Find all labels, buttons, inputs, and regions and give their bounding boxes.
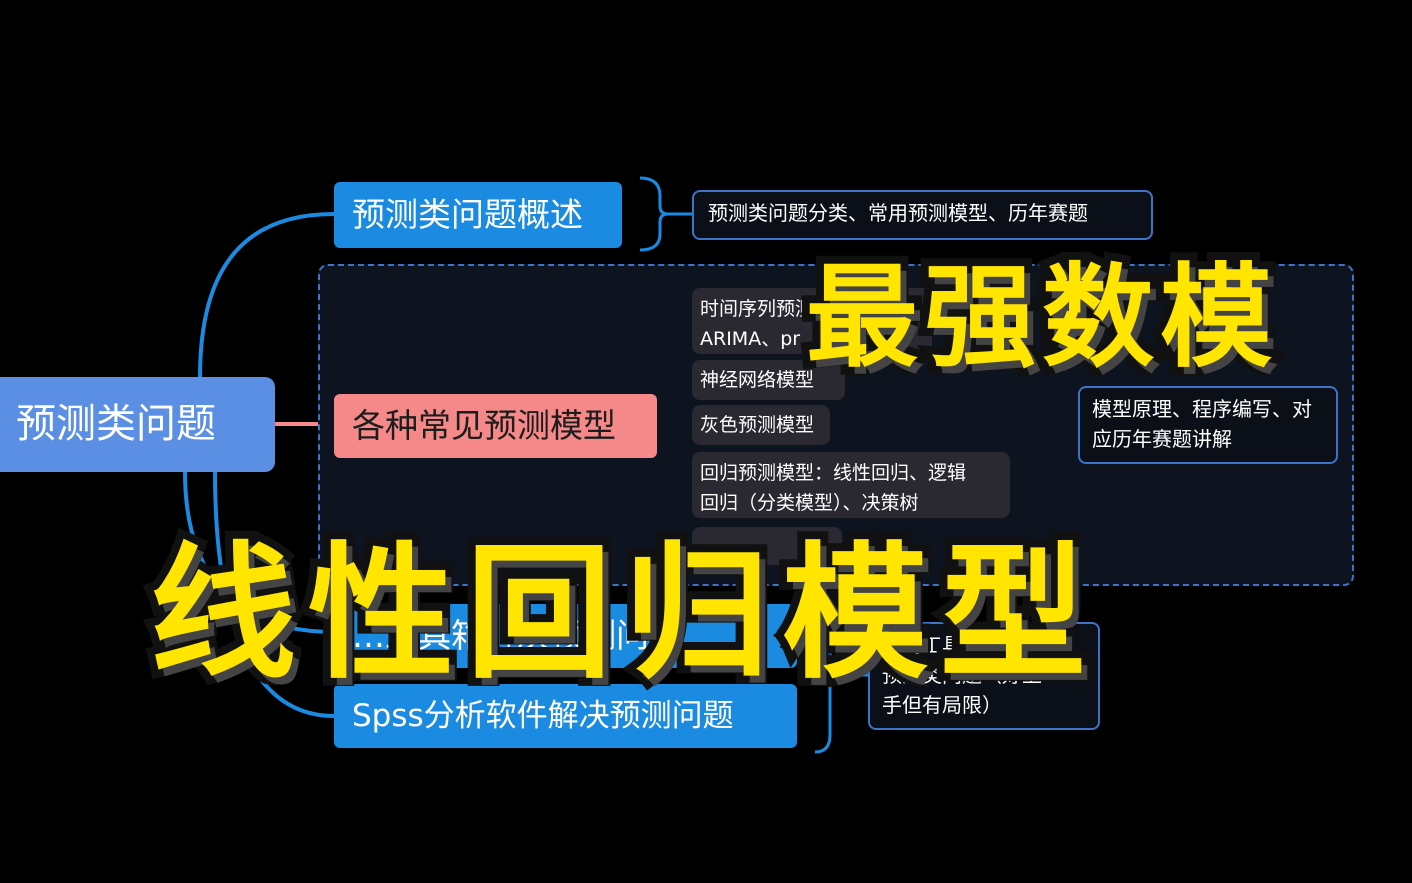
overlay-title-main: 线性回归模型	[142, 521, 1098, 707]
note-common-models[interactable]: 模型原理、程序编写、对应历年赛题讲解	[1078, 386, 1338, 464]
topic-overview[interactable]: 预测类问题概述	[334, 182, 622, 248]
subtopic-regression[interactable]: 回归预测模型：线性回归、逻辑 回归（分类模型）、决策树	[692, 452, 1010, 518]
subtopic-line: ARIMA、pr…M	[700, 328, 836, 350]
note-line: 使用工具快速解决	[882, 633, 1042, 657]
note-tools[interactable]: 使用工具快速解决 预测类问题（好上 手但有局限）	[868, 622, 1100, 730]
subtopic-line: 时间序列预测	[700, 298, 815, 320]
root-topic[interactable]: 预测类问题	[0, 377, 275, 472]
subtopic-neural-network[interactable]: 神经网络模型	[692, 360, 845, 400]
subtopic-line: 回归预测模型：线性回归、逻辑	[700, 462, 967, 484]
subtopic-other[interactable]: …	[692, 527, 842, 565]
overlay-title-top: 最强数模	[798, 245, 1280, 391]
topic-toolbox[interactable]: …工具箱解决预测问题	[334, 604, 797, 668]
topic-spss[interactable]: Spss分析软件解决预测问题	[334, 684, 797, 748]
note-overview[interactable]: 预测类问题分类、常用预测模型、历年赛题	[692, 190, 1153, 240]
note-line: 手但有局限）	[882, 693, 1002, 717]
topic-common-models[interactable]: 各种常见预测模型	[334, 394, 657, 458]
subtopic-time-series[interactable]: 时间序列预测 ARIMA、pr…M	[692, 288, 932, 354]
subtopic-line: 回归（分类模型）、决策树	[700, 492, 919, 514]
note-line: 预测类问题（好上	[882, 663, 1042, 687]
subtopic-grey-model[interactable]: 灰色预测模型	[692, 405, 830, 445]
